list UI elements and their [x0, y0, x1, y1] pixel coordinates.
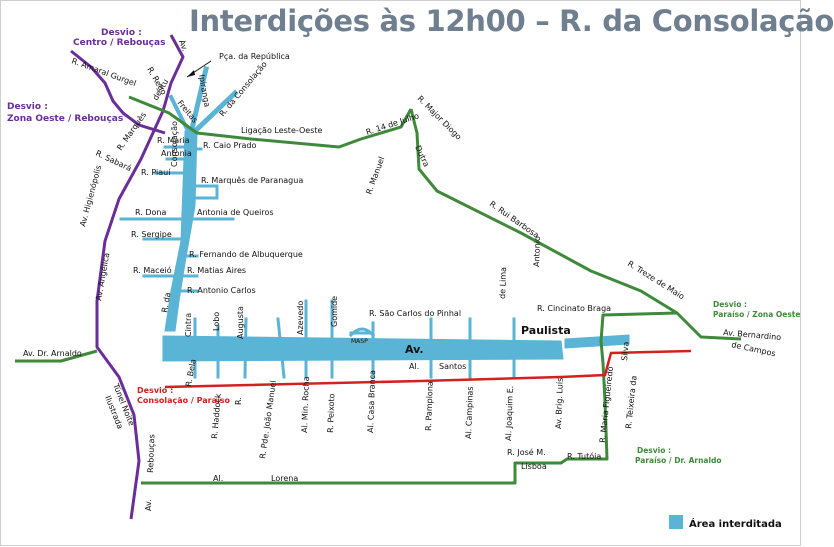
detour-green-routes: [15, 95, 742, 485]
street-maceio: R. Maceió: [133, 265, 172, 275]
street-peixoto: R. Peixoto: [326, 393, 336, 433]
street-pde-joao: R. Pde. João Manuel: [258, 380, 278, 459]
detour-consolacao-paraiso-title: Desvio :: [137, 386, 173, 395]
green-dr-arnaldo: [15, 349, 98, 363]
detour-paraiso-zona-oeste-title: Desvio :: [713, 300, 747, 309]
street-masp: MASP: [351, 338, 368, 345]
detour-zona-oeste-label: Zona Oeste / Rebouças: [7, 114, 123, 124]
street-casa-branca: Al. Casa Branca: [366, 370, 377, 433]
detour-zona-oeste-title: Desvio :: [7, 102, 48, 112]
fork-consolacao-closed: [189, 89, 239, 137]
street-jose-m: R. José M.: [507, 447, 546, 457]
street-treze-maio: R. Treze de Maio: [626, 259, 686, 301]
street-maria-figueiredo: R. Maria Figueiredo: [598, 366, 615, 443]
red-route: [164, 349, 692, 389]
street-cincinato-braga: R. Cincinato Braga: [537, 304, 611, 313]
street-augusta: Augusta: [236, 306, 245, 339]
augusta-closed: [243, 317, 248, 379]
street-piaui: R. Piauí: [141, 168, 171, 177]
paulista-east-closed: [564, 334, 630, 349]
street-r-single: R.: [234, 397, 243, 405]
consolacao-closed-segment: [164, 130, 198, 332]
street-min-rocha: Al. Min. Rocha: [300, 376, 311, 433]
street-ligacao: Ligação Leste-Oeste: [241, 126, 322, 135]
street-angelica: Av. Angélica: [93, 252, 111, 302]
street-fernando-albuquerque: R. Fernando de Albuquerque: [189, 250, 303, 259]
detour-red-route: [164, 349, 692, 389]
purple-route-1: [95, 34, 185, 520]
street-14-julho: R. 14 de Julho: [365, 111, 420, 137]
street-r-da: R. da: [160, 292, 172, 314]
street-campinas: Al. Campinas: [464, 386, 475, 439]
map-title: Interdições às 12h00 – R. da Consolação: [189, 4, 834, 38]
detour-purple-routes: [70, 34, 185, 520]
street-dr-arnaldo: Av. Dr. Arnaldo: [23, 349, 82, 358]
street-av-paulista-2: Paulista: [521, 324, 571, 337]
street-de-lima: de Lima: [498, 267, 508, 299]
street-antonia: Antonia: [161, 149, 192, 158]
street-dutra: Dutra: [413, 144, 431, 168]
street-maria: R. Maria: [157, 136, 190, 145]
street-av-bernardino-2: de Campos: [731, 340, 777, 358]
street-tutoia: R. Tutóia: [567, 451, 601, 461]
street-haddock: R. Haddock: [210, 393, 223, 439]
street-lobo: Lobo: [212, 312, 221, 331]
republica-pointer: [186, 60, 212, 78]
legend: Área interditada: [669, 515, 782, 530]
detour-consolacao-paraiso-label: Consolação / Paraíso: [137, 396, 230, 405]
street-manuel: R. Manuel: [364, 156, 386, 196]
detour-paraiso-dr-arnaldo-title: Desvio :: [637, 446, 671, 455]
street-antonio-carlos: R. Antonio Carlos: [187, 286, 256, 295]
street-lisboa: Lisboa: [521, 462, 547, 471]
detour-centro-reboucas-label: Centro / Rebouças: [73, 38, 165, 48]
green-rui-barbosa: [409, 108, 742, 341]
green-paraiso-wrap: [141, 311, 678, 485]
fork-freitas-closed: [168, 94, 192, 136]
detour-paraiso-dr-arnaldo-label: Paraíso / Dr. Arnaldo: [635, 456, 722, 465]
street-major-diogo: R. Major Diogo: [416, 94, 464, 142]
legend-label: Área interditada: [689, 517, 782, 530]
detour-paraiso-zona-oeste-label: Paraíso / Zona Oeste: [713, 310, 800, 319]
street-azevedo: Azevedo: [296, 301, 305, 335]
street-caio-prado: R. Caio Prado: [203, 141, 256, 150]
street-silva: Silva: [620, 341, 631, 361]
street-consolacao-vertical: Consolação: [170, 121, 179, 167]
green-ligacao: [128, 95, 413, 149]
purple-route-2: [70, 49, 166, 135]
closed-area: [119, 65, 630, 379]
street-av-bottom: Av.: [144, 499, 153, 511]
street-al-santos-1: Al.: [409, 362, 419, 371]
detour-centro-reboucas-title: Desvio :: [101, 28, 142, 38]
street-brig-luis: Av. Brig. Luís: [554, 378, 565, 429]
street-matias-aires: R. Matias Aires: [187, 266, 246, 275]
street-al-lorena-1: Al.: [213, 474, 223, 483]
street-reboucas: Rebouças: [146, 434, 156, 473]
street-marques-paranagua: R. Marquês de Paranagua: [201, 175, 303, 185]
street-praca-republica: Pça. da República: [219, 52, 290, 61]
street-av-paulista-1: Av.: [405, 343, 424, 356]
street-r-da-consolacao: R. da Consolação: [218, 60, 269, 119]
fork-ipiranga-closed: [187, 65, 210, 137]
paulista-closed-segment: [162, 335, 564, 362]
street-sao-carlos: R. São Carlos do Pinhal: [369, 309, 461, 318]
street-al-lorena-2: Lorena: [271, 474, 298, 483]
street-antonia-queiros: Antonia de Queiros: [197, 208, 274, 217]
street-gomide: Gomide: [330, 296, 339, 327]
street-joaquim: Al. Joaquim E.: [504, 386, 515, 442]
street-higienopolis: Av. Higienópolis: [77, 164, 103, 228]
street-av-top: Av.: [177, 39, 189, 53]
street-cintra: Cintra: [184, 313, 193, 337]
street-pamplona: R. Pamplona: [424, 381, 435, 431]
legend-swatch: [669, 515, 683, 529]
map-canvas: Desvio : Centro / Rebouças Desvio : Zona…: [7, 28, 800, 530]
street-dona: R. Dona: [135, 208, 166, 217]
street-teixeira: R. Teixeira da: [624, 375, 639, 429]
street-sergipe: R. Sergipe: [131, 230, 172, 239]
street-antonio: Antonio: [532, 236, 542, 267]
pde-joao-closed: [276, 317, 286, 379]
masp-closed-arc: [348, 327, 376, 338]
street-al-santos-2: Santos: [439, 362, 466, 371]
